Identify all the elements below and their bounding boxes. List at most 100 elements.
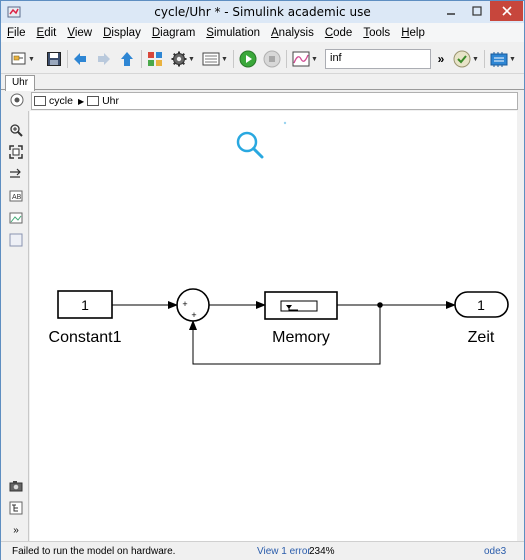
check-icon — [453, 50, 471, 68]
annotation-icon: AB — [9, 190, 23, 202]
tool-palette: AB » — [1, 111, 29, 541]
new-model-icon — [11, 52, 26, 65]
zoom-level: 234% — [309, 546, 335, 557]
menu-file[interactable]: File — [7, 26, 26, 39]
feedback-line[interactable] — [189, 305, 381, 365]
menu-analysis[interactable]: Analysis — [271, 26, 314, 39]
chevron-down-icon: ▼ — [311, 55, 318, 63]
model-settings-button[interactable]: ▼ — [169, 49, 197, 69]
tab-strip: Uhr — [1, 74, 524, 91]
toolbar-separator — [484, 50, 485, 68]
chevron-down-icon: ▼ — [221, 55, 228, 63]
model-advisor-button[interactable]: ▼ — [451, 49, 481, 69]
fit-view-button[interactable] — [8, 144, 24, 160]
model-browser-button[interactable] — [8, 500, 24, 516]
chevron-down-icon: ▼ — [28, 55, 35, 63]
close-button[interactable] — [490, 1, 523, 21]
expand-icon: » — [13, 524, 19, 536]
menu-view[interactable]: View — [67, 26, 93, 39]
camera-icon — [9, 481, 23, 492]
library-browser-button[interactable] — [145, 49, 165, 69]
solver-link[interactable]: ode3 — [484, 546, 507, 557]
up-button[interactable] — [118, 49, 136, 69]
build-button[interactable]: ▼ — [488, 49, 518, 69]
stop-time-input[interactable]: inf — [325, 49, 431, 69]
subsystem-icon — [87, 96, 100, 106]
menu-code[interactable]: Code — [324, 26, 353, 39]
hide-browser-icon — [10, 93, 24, 107]
simulink-app-icon — [7, 6, 21, 18]
more-button[interactable]: » — [435, 49, 447, 69]
screenshot-button[interactable] — [8, 478, 24, 494]
view-errors-link[interactable]: View 1 error — [257, 546, 311, 557]
sum-block[interactable]: + + — [176, 288, 210, 322]
sum-sign-2: + — [191, 310, 196, 320]
gear-icon — [171, 51, 187, 67]
fit-view-icon — [9, 145, 23, 159]
zoom-icon — [10, 124, 23, 137]
status-message: Failed to run the model on hardware. — [12, 546, 176, 557]
run-button[interactable] — [237, 49, 259, 69]
zoom-cursor-icon — [236, 131, 264, 159]
stop-button[interactable] — [261, 49, 283, 69]
constant-label[interactable]: Constant1 — [49, 329, 122, 346]
menu-bar: File Edit View Display Diagram Simulatio… — [1, 23, 524, 42]
outport-block[interactable]: 1 — [454, 291, 509, 318]
model-browser-icon — [9, 501, 23, 515]
toolbar-separator — [286, 50, 287, 68]
sum-sign-1: + — [182, 299, 187, 309]
tab-uhr[interactable]: Uhr — [5, 75, 35, 91]
breadcrumb-label: cycle — [49, 95, 73, 107]
run-icon — [239, 50, 257, 68]
area-button[interactable] — [8, 232, 24, 248]
scope-button[interactable]: ▼ — [290, 49, 320, 69]
breadcrumb-label: Uhr — [102, 95, 120, 107]
toolbar-separator — [67, 50, 68, 68]
menu-help[interactable]: Help — [401, 26, 425, 39]
image-button[interactable] — [8, 210, 24, 226]
menu-simulation[interactable]: Simulation — [206, 26, 260, 39]
menu-tools[interactable]: Tools — [363, 26, 391, 39]
memory-block[interactable] — [264, 291, 338, 320]
block-diagram: 1 Constant1 + + Memory 1 Zeit — [49, 121, 509, 365]
arrow-button[interactable] — [8, 166, 24, 182]
minimize-icon — [447, 13, 455, 15]
forward-icon — [98, 53, 110, 65]
zoom-button[interactable] — [8, 122, 24, 138]
title-bar: cycle/Uhr * - Simulink academic use — [1, 1, 524, 23]
chevron-down-icon: ▼ — [509, 55, 516, 63]
save-icon — [47, 52, 61, 66]
outport-label[interactable]: Zeit — [468, 329, 495, 346]
back-button[interactable] — [71, 49, 89, 69]
toolbar-separator — [141, 50, 142, 68]
forward-button[interactable] — [95, 49, 113, 69]
memory-label[interactable]: Memory — [272, 329, 330, 346]
maximize-button[interactable] — [464, 1, 490, 21]
annotation-button[interactable]: AB — [8, 188, 24, 204]
chevron-down-icon: ▼ — [188, 55, 195, 63]
menu-diagram[interactable]: Diagram — [151, 26, 196, 39]
hide-browser-button[interactable] — [9, 92, 25, 108]
image-icon — [9, 212, 23, 224]
outport-value: 1 — [477, 297, 485, 313]
model-explorer-button[interactable]: ▼ — [201, 49, 229, 69]
library-browser-icon — [148, 52, 162, 66]
menu-display[interactable]: Display — [103, 26, 141, 39]
back-icon — [74, 53, 86, 65]
constant-block[interactable]: 1 — [57, 290, 113, 319]
breadcrumb-item-uhr[interactable]: Uhr — [87, 95, 119, 107]
minimize-button[interactable] — [438, 1, 464, 21]
arrow-icon — [10, 168, 21, 178]
maximize-icon — [472, 6, 482, 16]
model-canvas[interactable]: 1 Constant1 + + Memory 1 Zeit — [30, 111, 517, 541]
constant-value: 1 — [81, 297, 89, 313]
vertical-scrollbar[interactable] — [517, 111, 524, 541]
breadcrumb-item-cycle[interactable]: cycle — [34, 95, 73, 107]
expand-palette-button[interactable]: » — [8, 522, 24, 538]
cursor-dot — [283, 121, 287, 125]
svg-text:AB: AB — [12, 194, 22, 201]
new-model-button[interactable]: ▼ — [9, 49, 37, 69]
save-button[interactable] — [45, 49, 63, 69]
menu-edit[interactable]: Edit — [36, 26, 57, 39]
